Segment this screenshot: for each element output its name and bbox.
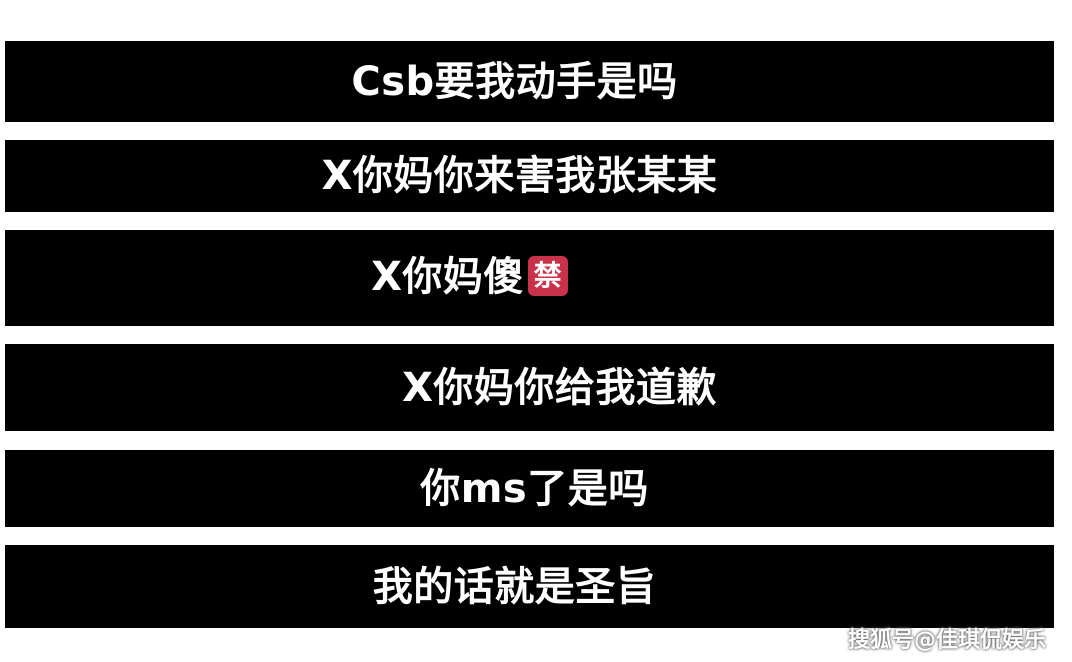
- subtitle-text: 你ms了是吗: [420, 465, 649, 512]
- subtitle-text: 我的话就是圣旨: [372, 563, 657, 610]
- forbidden-badge-icon: 禁: [527, 256, 568, 296]
- subtitle-bar-3: X你妈傻禁: [5, 230, 1054, 326]
- subtitle-text: X你妈你来害我张某某: [321, 153, 718, 199]
- subtitle-bar-4: X你妈你给我道歉: [5, 344, 1054, 431]
- subtitle-text: X你妈傻: [371, 254, 524, 300]
- subtitle-bar-5: 你ms了是吗: [5, 450, 1054, 527]
- subtitle-text: Csb要我动手是吗: [351, 58, 678, 105]
- watermark-text: 搜狐号@佳琪侃娱乐: [847, 628, 1046, 653]
- subtitle-text: X你妈你给我道歉: [402, 364, 717, 411]
- subtitle-text-wrapper: X你妈傻禁: [371, 254, 568, 300]
- subtitle-bar-1: Csb要我动手是吗: [5, 41, 1054, 122]
- subtitle-bar-6: 我的话就是圣旨: [5, 545, 1054, 628]
- subtitle-bar-2: X你妈你来害我张某某: [5, 140, 1054, 212]
